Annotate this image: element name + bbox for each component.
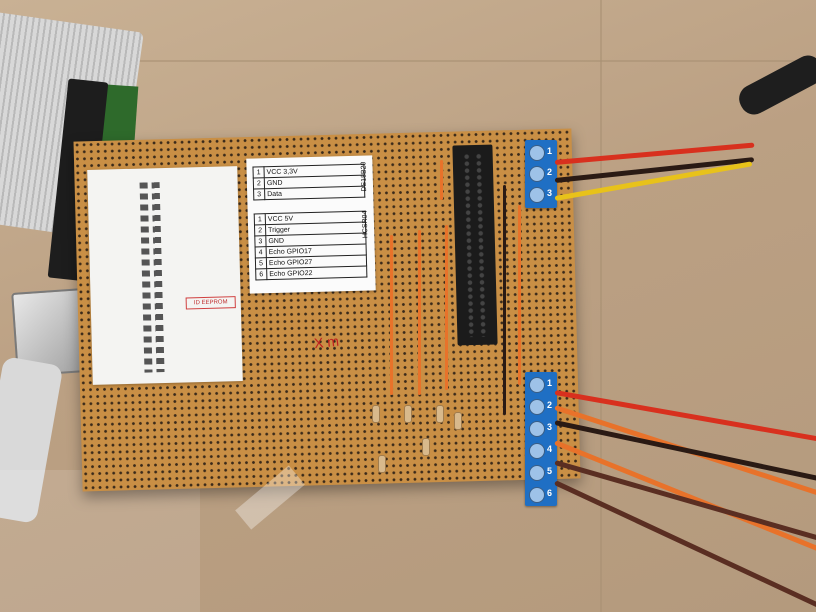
terminal-screw — [529, 187, 545, 203]
jumper-wire — [418, 230, 421, 395]
resistor — [372, 405, 380, 423]
pin-function: Echo GPIO22 — [266, 266, 367, 280]
pin-number: 1 — [254, 213, 266, 225]
terminal-number: 1 — [547, 146, 553, 156]
terminal-number: 1 — [547, 378, 553, 388]
terminal-screw — [529, 443, 545, 459]
terminal-number: 5 — [547, 466, 553, 476]
resistor — [404, 405, 412, 423]
pin-number: 6 — [255, 268, 267, 280]
wire-orange — [554, 405, 816, 503]
terminal-number: 3 — [547, 422, 553, 432]
plastic-sheet — [0, 470, 200, 612]
pin-column — [151, 182, 165, 373]
pin-number: 1 — [252, 166, 265, 178]
cardboard-crease — [600, 0, 602, 612]
jumper-wire — [503, 185, 506, 415]
pin-number: 2 — [254, 224, 266, 236]
pin-number: 3 — [254, 235, 267, 247]
resistor — [378, 455, 386, 473]
pin-number: 3 — [253, 188, 265, 200]
pin-number: 2 — [253, 177, 265, 189]
terminal-number: 2 — [547, 400, 553, 410]
jumper-wire — [390, 235, 393, 395]
terminal-block-bottom: 1 2 3 4 5 6 — [525, 372, 557, 506]
terminal-number: 3 — [547, 188, 553, 198]
terminal-screw — [529, 145, 545, 161]
jumper-wire — [440, 160, 443, 200]
terminal-screw — [529, 487, 545, 503]
terminal-number: 6 — [547, 488, 553, 498]
pin-number: 5 — [255, 257, 267, 269]
resistor — [454, 412, 462, 430]
terminal-number: 2 — [547, 167, 553, 177]
eeprom-label: ID EEPROM — [185, 296, 236, 310]
board-marking: X m — [313, 332, 340, 352]
pin-function: Data — [264, 186, 365, 200]
terminal-screw — [529, 421, 545, 437]
pin-header — [452, 144, 498, 346]
terminal-block-top: 1 2 3 — [525, 140, 557, 208]
gpio-pinout-label: ID EEPROM — [87, 166, 243, 385]
terminal-screw — [529, 166, 545, 182]
pin-column — [139, 182, 153, 373]
ds18b20-tag: DS18B20 — [360, 161, 369, 192]
cardboard-crease — [0, 60, 816, 62]
jumper-wire — [518, 205, 521, 385]
hcsr04-tag: HCSR04 — [361, 210, 370, 239]
jumper-wire — [445, 225, 448, 390]
header-pins — [460, 152, 490, 338]
pin-number: 4 — [255, 246, 267, 258]
terminal-screw — [529, 399, 545, 415]
terminal-screw — [529, 377, 545, 393]
resistor — [436, 405, 444, 423]
terminal-screw — [529, 465, 545, 481]
resistor — [422, 438, 430, 456]
terminal-number: 4 — [547, 444, 553, 454]
